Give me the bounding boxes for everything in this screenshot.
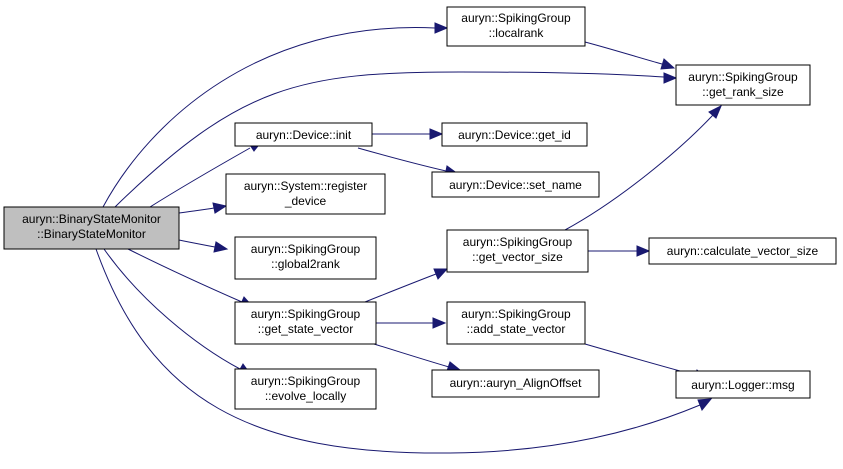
node-label-line: auryn::auryn_AlignOffset bbox=[450, 376, 583, 390]
node-label-line: auryn::Logger::msg bbox=[691, 378, 794, 392]
node-evolve-locally[interactable]: auryn::SpikingGroup ::evolve_locally bbox=[234, 368, 377, 410]
edge-root-to-logger-msg bbox=[95, 248, 701, 454]
node-logger-msg[interactable]: auryn::Logger::msg bbox=[675, 370, 811, 399]
node-label-line: auryn::SpikingGroup bbox=[251, 374, 361, 388]
arrowhead-icon bbox=[433, 268, 449, 280]
node-label-line: auryn::Device::set_name bbox=[449, 178, 582, 192]
arrowhead-icon bbox=[434, 22, 449, 34]
arrowhead-icon bbox=[660, 58, 676, 70]
arrowhead-icon bbox=[636, 245, 651, 257]
arrowhead-icon bbox=[708, 104, 722, 119]
edge-root-to-evolve-locally bbox=[103, 248, 241, 370]
node-label-line: ::global2rank bbox=[271, 257, 341, 271]
node-label-line: _device bbox=[284, 194, 327, 208]
edge-device-init-to-set-name bbox=[357, 147, 447, 172]
arrowhead-icon bbox=[213, 241, 229, 253]
node-device-get-id[interactable]: auryn::Device::get_id bbox=[441, 122, 588, 147]
node-label-line: auryn::SpikingGroup bbox=[463, 235, 573, 249]
node-label-line: ::localrank bbox=[489, 26, 545, 40]
edge-root-to-global2rank bbox=[178, 239, 216, 248]
node-label-line: ::evolve_locally bbox=[265, 389, 346, 403]
arrowhead-icon bbox=[663, 72, 678, 84]
node-label-line: ::get_rank_size bbox=[702, 85, 784, 99]
node-label-line: auryn::SpikingGroup bbox=[251, 242, 361, 256]
node-label-line: ::get_vector_size bbox=[472, 250, 563, 264]
node-label-line: ::add_state_vector bbox=[467, 322, 566, 336]
edge-add-state-vector-to-logger bbox=[584, 343, 696, 376]
node-label-line: auryn::BinaryStateMonitor bbox=[22, 212, 161, 226]
node-label-line: auryn::Device::get_id bbox=[458, 128, 571, 142]
node-label-line: auryn::Device::init bbox=[256, 128, 352, 142]
arrowhead-icon bbox=[212, 202, 228, 214]
node-get-rank-size[interactable]: auryn::SpikingGroup ::get_rank_size bbox=[675, 64, 811, 106]
node-get-vector-size[interactable]: auryn::SpikingGroup ::get_vector_size bbox=[446, 229, 589, 273]
node-calculate-vector-size[interactable]: auryn::calculate_vector_size bbox=[648, 237, 837, 265]
edge-root-to-localrank bbox=[102, 27, 436, 208]
node-get-state-vector[interactable]: auryn::SpikingGroup ::get_state_vector bbox=[234, 301, 377, 345]
edge-state-vector-to-vector-size bbox=[364, 273, 437, 303]
node-device-init[interactable]: auryn::Device::init bbox=[234, 122, 373, 147]
arrowhead-icon bbox=[429, 128, 444, 140]
node-label-line: auryn::SpikingGroup bbox=[251, 307, 361, 321]
node-label-line: auryn::SpikingGroup bbox=[461, 307, 571, 321]
node-label-line: ::get_state_vector bbox=[258, 322, 353, 336]
node-register-device[interactable]: auryn::System::register _device bbox=[225, 173, 386, 215]
node-add-state-vector[interactable]: auryn::SpikingGroup ::add_state_vector bbox=[446, 301, 586, 345]
node-align-offset[interactable]: auryn::auryn_AlignOffset bbox=[431, 369, 600, 398]
edge-vector-size-to-rank-size bbox=[564, 114, 714, 231]
node-device-set-name[interactable]: auryn::Device::set_name bbox=[431, 171, 600, 198]
nodes-layer: auryn::BinaryStateMonitor ::BinaryStateM… bbox=[3, 6, 837, 410]
node-global2rank[interactable]: auryn::SpikingGroup ::global2rank bbox=[234, 236, 377, 280]
arrowhead-icon bbox=[432, 317, 447, 329]
node-label-line: ::BinaryStateMonitor bbox=[37, 227, 146, 241]
edge-root-to-device-init bbox=[149, 147, 251, 208]
edge-localrank-to-get-rank-size bbox=[584, 41, 663, 65]
edge-root-to-register-device bbox=[178, 207, 215, 214]
node-label-line: auryn::System::register bbox=[244, 179, 367, 193]
node-label-line: auryn::SpikingGroup bbox=[461, 11, 571, 25]
arrowhead-icon bbox=[697, 398, 713, 411]
node-binary-state-monitor[interactable]: auryn::BinaryStateMonitor ::BinaryStateM… bbox=[3, 206, 180, 250]
node-label-line: auryn::SpikingGroup bbox=[688, 70, 798, 84]
edge-state-vector-to-align-offset bbox=[373, 343, 450, 368]
edge-root-to-get-rank-size bbox=[114, 71, 665, 208]
edges-layer bbox=[95, 22, 722, 454]
node-label-line: auryn::calculate_vector_size bbox=[667, 244, 819, 258]
node-localrank[interactable]: auryn::SpikingGroup ::localrank bbox=[446, 6, 586, 47]
edge-root-to-get-state-vector bbox=[127, 248, 243, 303]
